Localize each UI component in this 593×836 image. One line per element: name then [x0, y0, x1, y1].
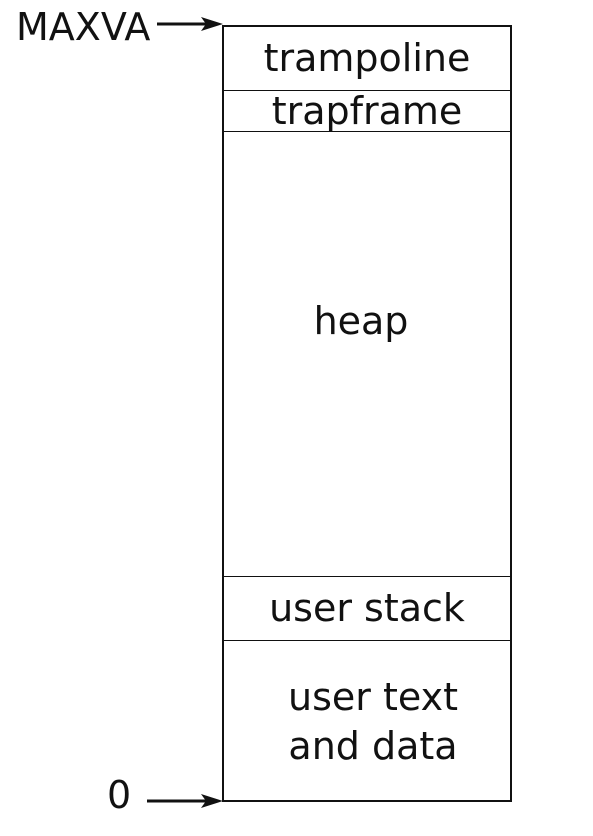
- user-text-data-label: user text and data: [288, 675, 458, 768]
- user-stack-label: user stack: [269, 586, 465, 631]
- heap-label: heap: [313, 299, 409, 343]
- trapframe-label: trapframe: [271, 88, 463, 133]
- zero-arrow-icon: [147, 794, 223, 808]
- trampoline-segment: trampoline: [224, 27, 510, 90]
- heap-segment: heap: [224, 131, 510, 576]
- maxva-label: MAXVA: [16, 5, 151, 49]
- user-stack-segment: user stack: [224, 576, 510, 640]
- trapframe-segment: trapframe: [224, 90, 510, 131]
- maxva-arrow-icon: [157, 17, 223, 31]
- zero-label: 0: [107, 773, 132, 817]
- memory-box: trampoline trapframe heap user stack use…: [222, 25, 512, 802]
- user-text-data-segment: user text and data: [224, 640, 510, 800]
- trampoline-label: trampoline: [263, 36, 471, 81]
